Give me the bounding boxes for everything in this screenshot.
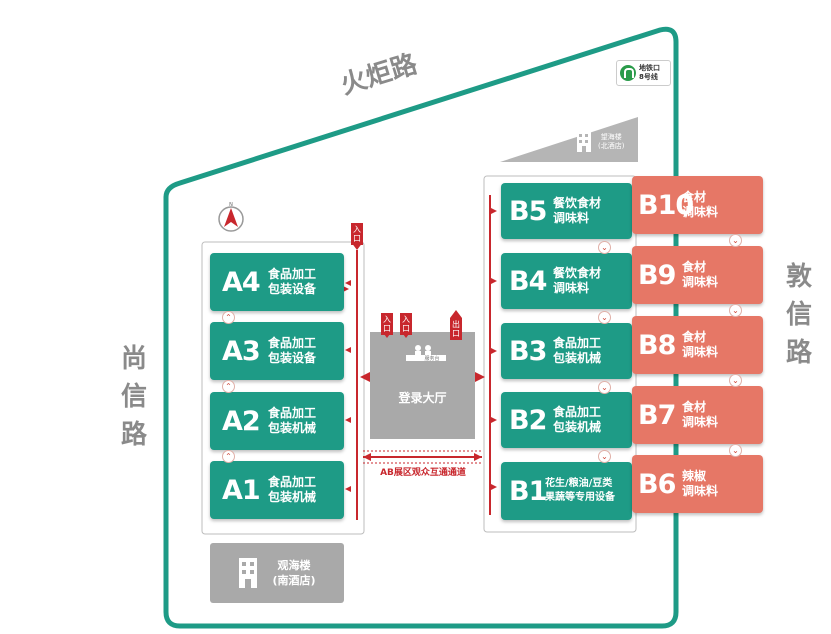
chevron-down-icon: ⌄	[598, 450, 611, 463]
exit-arrow-head	[450, 310, 462, 318]
metro-label-1: 地铁口	[639, 64, 660, 72]
corridor-label: AB展区观众互通通道	[380, 468, 466, 478]
hotel-south-sub: (南酒店)	[272, 574, 316, 587]
service-desk-icon	[404, 344, 448, 366]
corridor-arrow-right	[474, 453, 482, 461]
chevron-up-icon: ⌃	[222, 311, 235, 324]
hall-a4[interactable]: A4 食品加工包装设备	[210, 253, 344, 311]
exit-lobby: 出口	[450, 318, 462, 340]
hotel-south-icon	[238, 557, 258, 589]
compass-icon: N	[218, 202, 244, 232]
hall-b3[interactable]: B3 食品加工包装机械	[501, 323, 632, 379]
chevron-down-icon: ⌄	[598, 241, 611, 254]
hall-b8[interactable]: B8 食材调味料	[632, 316, 763, 374]
site-boundary	[163, 26, 679, 629]
chevron-down-icon: ⌄	[598, 311, 611, 324]
hotel-south-name: 观海楼	[277, 559, 311, 572]
hall-code: B5	[509, 195, 547, 227]
hall-code: A3	[222, 335, 261, 367]
chevron-down-icon: ⌄	[729, 234, 742, 247]
hall-b4[interactable]: B4 餐饮食材调味料	[501, 253, 632, 309]
hall-b10[interactable]: B10 食材调味料	[632, 176, 763, 234]
chevron-up-icon: ⌃	[222, 380, 235, 393]
hall-code: A4	[222, 266, 261, 298]
hall-code: B2	[509, 404, 547, 436]
a-hall-access-arrows	[343, 280, 351, 492]
hall-b1[interactable]: B1 花生/粮油/豆类果蔬等专用设备	[501, 462, 632, 520]
hall-code: B8	[638, 329, 676, 361]
hall-b5[interactable]: B5 餐饮食材调味料	[501, 183, 632, 239]
chevron-down-icon: ⌄	[598, 381, 611, 394]
lobby-label: 登录大厅	[398, 391, 447, 405]
corridor-arrow-left	[363, 453, 371, 461]
b-hall-access-arrows	[491, 208, 497, 490]
hall-code: B4	[509, 265, 547, 297]
entrance-lobby-2: 入口	[400, 313, 412, 335]
hotel-north-label: 望海楼 (北酒店)	[598, 133, 625, 150]
metro-icon	[620, 65, 636, 81]
entrance-top: 入口	[351, 223, 363, 245]
lobby-arrow-left	[360, 372, 370, 382]
hall-a2[interactable]: A2 食品加工包装机械	[210, 392, 344, 450]
chevron-down-icon: ⌄	[729, 444, 742, 457]
entrance-lobby-1: 入口	[381, 313, 393, 335]
hall-code: A1	[222, 474, 261, 506]
hall-a3[interactable]: A3 食品加工包装设备	[210, 322, 344, 380]
road-west: 尚信路	[120, 344, 147, 450]
hall-b2[interactable]: B2 食品加工包装机械	[501, 392, 632, 448]
lobby-block	[370, 332, 475, 439]
chevron-down-icon: ⌄	[729, 304, 742, 317]
hall-code: B1	[509, 475, 547, 507]
hotel-south: 观海楼 (南酒店)	[210, 543, 344, 603]
hall-b9[interactable]: B9 食材调味料	[632, 246, 763, 304]
metro-sign: 地铁口 8号线	[616, 60, 671, 86]
lobby-arrow-right	[475, 372, 485, 382]
hall-code: A2	[222, 405, 261, 437]
hall-code: B10	[638, 189, 694, 221]
svg-text:N: N	[229, 202, 233, 208]
hotel-north-icon	[576, 130, 592, 152]
hall-a1[interactable]: A1 食品加工包装机械	[210, 461, 344, 519]
road-east: 敦信路	[785, 262, 812, 368]
chevron-up-icon: ⌃	[222, 450, 235, 463]
service-desk-label: 服务台	[424, 356, 440, 362]
chevron-down-icon: ⌄	[729, 374, 742, 387]
north-building-block	[500, 117, 638, 162]
hall-code: B6	[638, 468, 676, 500]
hall-code: B3	[509, 335, 547, 367]
hall-b6[interactable]: B6 辣椒调味料	[632, 455, 763, 513]
hall-code: B7	[638, 399, 676, 431]
hall-code: B9	[638, 259, 676, 291]
hall-b7[interactable]: B7 食材调味料	[632, 386, 763, 444]
metro-label-2: 8号线	[639, 73, 658, 81]
